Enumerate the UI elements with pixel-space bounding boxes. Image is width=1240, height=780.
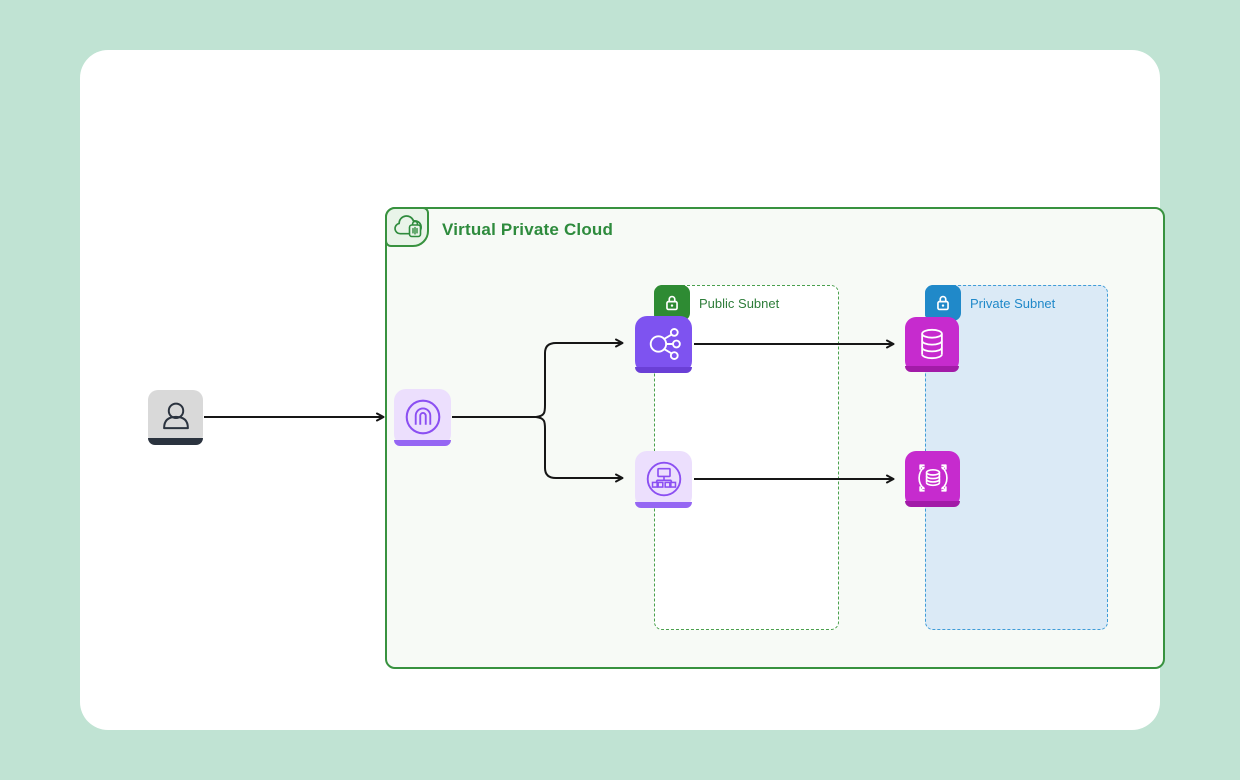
- node-database: [905, 317, 959, 372]
- diagram-canvas: Virtual Private Cloud Public Subnet: [80, 50, 1165, 730]
- internet-gateway-icon: [405, 399, 440, 434]
- node-server-cluster: [635, 451, 692, 508]
- scalable-database-icon: [917, 464, 948, 492]
- vpc-title: Virtual Private Cloud: [442, 220, 614, 239]
- load-balancer-icon: [649, 327, 681, 360]
- public-subnet-badge: [654, 285, 690, 321]
- vpc-badge: [385, 207, 429, 247]
- vpc-container: Virtual Private Cloud Public Subnet: [385, 207, 1165, 669]
- lock-icon: [666, 295, 678, 311]
- private-subnet-badge: [925, 285, 961, 321]
- lock-icon: [937, 295, 949, 311]
- database-icon: [921, 328, 943, 359]
- node-scalable-database: [905, 451, 960, 507]
- user-icon: [162, 402, 189, 429]
- node-user: [148, 390, 203, 445]
- node-internet-gateway: [394, 389, 451, 446]
- server-cluster-icon: [646, 461, 681, 496]
- private-subnet-label: Private Subnet: [970, 296, 1056, 311]
- vpc-cloud-lock-icon: [394, 215, 422, 238]
- node-load-balancer: [635, 316, 692, 373]
- public-subnet-label: Public Subnet: [699, 296, 780, 311]
